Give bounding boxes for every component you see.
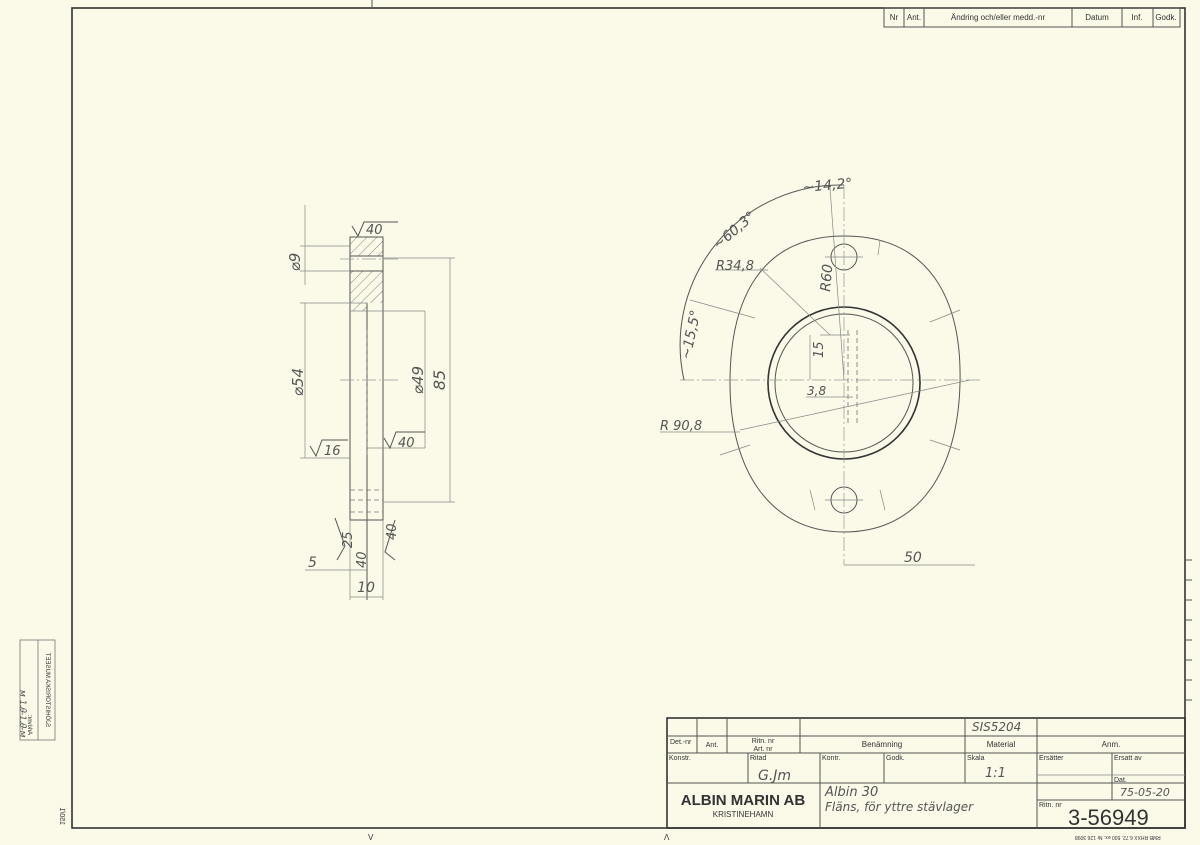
stamp-museum: SJÖHISTORISKA MUSEET [44,653,51,728]
rev-header-ant: Ant. [907,13,921,22]
revision-table: Nr Ant. Ändring och/eller medd.-nr Datum… [883,7,1181,28]
rev-header-godk: Godk. [1155,13,1176,22]
header-anm: Anm. [1102,740,1121,749]
label-skala: Skala [967,755,985,762]
company-city: KRISTINEHAMN [713,810,774,819]
header-material: Material [987,740,1016,749]
rev-header-change: Ändring och/eller medd.-nr [951,13,1046,22]
header-ritn-nr: Ritn. nr [752,738,775,745]
label-dat: Dat. [1114,777,1127,784]
dim-outer-dia: ⌀54 [289,368,307,396]
dim-radius-60: R60 [818,263,836,292]
rev-header-inf: Inf. [1131,13,1142,22]
surface-mark: 40 [398,436,415,451]
dim-step: 5 [308,555,317,571]
drawing-date: 75-05-20 [1120,786,1170,799]
side-view: ⌀9 ⌀54 ⌀49 85 10 5 40 16 40 25 40 40 [286,205,455,600]
archive-stamp: SJÖHISTORISKA MUSEET Arkivnr: ᴍ 1Ꭿ-1Ꭿ-ᴍ … [17,639,65,825]
company-name: ALBIN MARIN AB [681,792,806,809]
label-ersatt-av: Ersatt av [1114,755,1142,762]
rev-header-nr: Nr [890,13,899,22]
margin-note: 150/1 [58,807,65,825]
dim-angle-14-2: ~14,2° [802,176,853,196]
surface-mark: 16 [324,444,341,459]
dim-width-50: 50 [904,550,922,566]
header-benamning: Benämning [862,740,902,749]
fold-mark: V [368,833,374,842]
title-block: SIS5204 Det.-nr Ant. Ritn. nr Art. nr Be… [666,717,1186,840]
material-value: SIS5204 [972,720,1021,734]
rev-header-date: Datum [1085,13,1109,22]
dim-hole-dia: ⌀9 [286,253,304,272]
stamp-archive: Arkivnr: [26,714,32,735]
dim-angle-60-3: ~60,3° [710,209,759,253]
dim-inner-dia: ⌀49 [409,366,427,394]
surface-mark: 25 [341,531,356,548]
fold-mark: Λ [664,833,670,842]
surface-mark: 40 [355,551,370,568]
label-kontr: Kontr. [822,755,840,762]
stamp-handwriting: ᴍ 1Ꭿ-1Ꭿ-ᴍ [17,690,27,738]
surface-mark: 40 [366,223,383,238]
dim-offset-3-8: 3,8 [807,384,826,398]
skala-value: 1:1 [985,766,1006,781]
dim-radius-90-8: R 90,8 [660,419,702,434]
print-note: RMB RHXX 6.72. 500 ex. Nr 126 3098 [1075,834,1161,840]
header-det-nr: Det.-nr [670,739,692,746]
dim-height: 85 [430,370,449,390]
description-line-2: Fläns, för yttre stävlager [825,800,974,814]
dim-radius-34-8: R34,8 [716,259,754,274]
dim-thickness: 10 [357,580,375,596]
label-ritad: Ritad [750,755,766,762]
label-konstr: Konstr. [669,755,691,762]
surface-mark: 40 [385,523,400,540]
dim-offset-15: 15 [812,341,827,358]
description-line-1: Albin 30 [824,785,878,800]
header-art-nr: Art. nr [753,746,773,753]
front-view: ~14,2° ~60,3° ~15,5° R34,8 R60 R 90,8 15… [660,176,980,566]
drawing-number: 3-56949 [1068,805,1149,830]
label-ersatter: Ersätter [1039,755,1064,762]
drawing-border: V Λ [71,0,1192,842]
ritad-signature: G.Jm [758,768,791,784]
header-ant: Ant. [706,742,719,749]
label-ritn-nr: Ritn. nr [1039,802,1062,809]
label-godk: Godk. [886,755,905,762]
